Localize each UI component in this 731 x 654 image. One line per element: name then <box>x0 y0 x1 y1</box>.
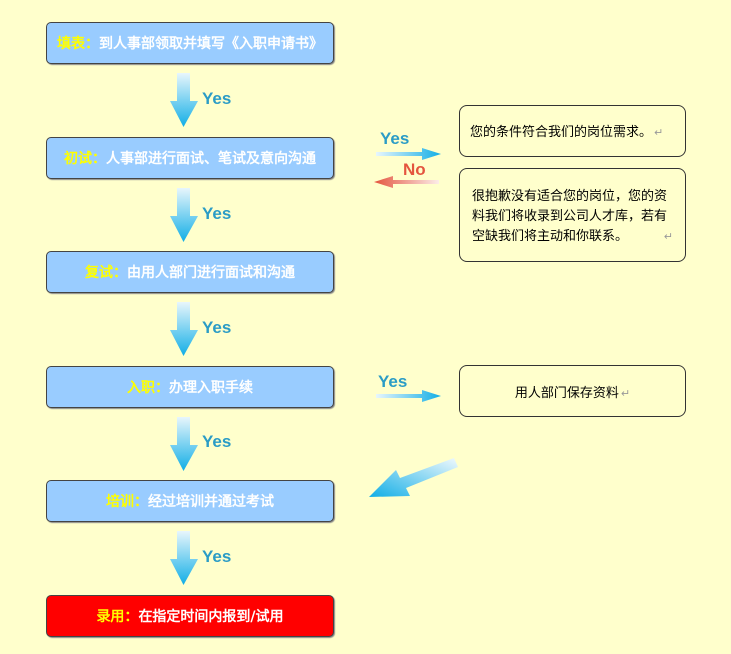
yes-label: Yes <box>202 204 232 223</box>
yes-label: Yes <box>202 89 232 108</box>
no-label: No <box>403 160 426 179</box>
right-arrow-icon <box>376 390 441 402</box>
down-arrow-icon <box>170 531 198 585</box>
yes-label: Yes <box>378 372 408 391</box>
down-arrow-icon <box>170 417 198 471</box>
note-reject: 很抱歉没有适合您的岗位，您的资料我们将收录到公司人才库，若有空缺我们将主动和你联… <box>459 168 686 262</box>
step-training: 培训：经过培训并通过考试 <box>46 480 334 522</box>
step-fill-form: 填表：到人事部领取并填写《入职申请书》 <box>46 22 334 64</box>
step-hired: 录用：在指定时间内报到/试用 <box>46 595 334 637</box>
yes-label: Yes <box>202 432 232 451</box>
left-arrow-icon <box>374 176 439 188</box>
note-archive: 用人部门保存资料↵ <box>459 365 686 417</box>
yes-label: Yes <box>202 547 232 566</box>
diagonal-arrow-icon <box>369 458 458 497</box>
right-arrow-icon <box>376 148 441 160</box>
note-pass: 您的条件符合我们的岗位需求。↵ <box>459 105 686 157</box>
down-arrow-icon <box>170 302 198 356</box>
step-onboarding: 入职：办理入职手续 <box>46 366 334 408</box>
step-second-interview: 复试：由用人部门进行面试和沟通 <box>46 251 334 293</box>
yes-label: Yes <box>380 129 410 148</box>
down-arrow-icon <box>170 73 198 127</box>
step-first-interview: 初试：人事部进行面试、笔试及意向沟通 <box>46 137 334 179</box>
down-arrow-icon <box>170 188 198 242</box>
yes-label: Yes <box>202 318 232 337</box>
